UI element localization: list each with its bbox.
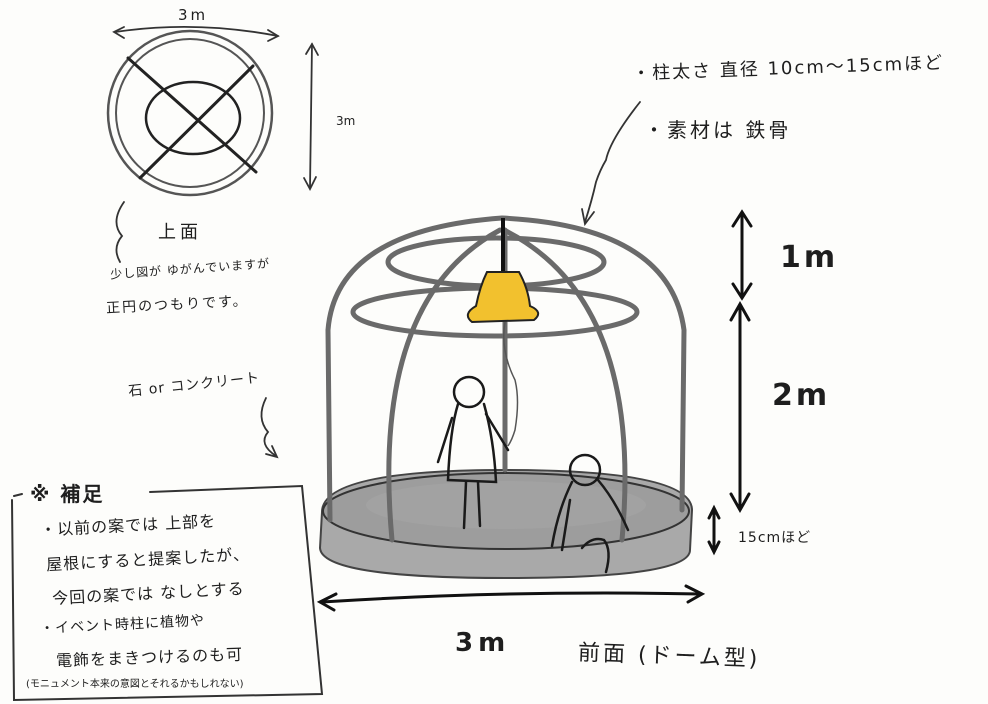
front-view-dome <box>318 215 694 580</box>
base-height-label: 15cmほど <box>738 530 812 546</box>
top-view-height-label: 3m <box>336 114 356 128</box>
top-view-dimension-arrows <box>112 25 319 263</box>
supplement-title: ※ 補足 <box>30 482 105 506</box>
material-pointer-arrow <box>260 397 279 459</box>
spec-pointer-arrow <box>581 101 641 227</box>
front-view-dimension-arrows <box>316 209 753 612</box>
supplement-line6: (モニュメント本来の意図とそれるかもしれない) <box>26 679 244 690</box>
top-view-title: 上面 <box>158 222 202 243</box>
height-lower-label: 2m <box>772 378 831 413</box>
spec-material: ・素材は 鉄骨 <box>644 118 792 142</box>
standing-person-icon <box>436 375 510 530</box>
front-width-label: 3m <box>455 628 511 658</box>
height-upper-label: 1m <box>780 240 839 275</box>
supplement-box <box>11 484 324 702</box>
sitting-person-icon <box>550 453 630 574</box>
bell-icon <box>466 271 540 324</box>
front-view-title: 前面 (ドーム型) <box>577 640 761 673</box>
top-view-width-label: 3m <box>178 6 209 24</box>
top-view-drawing <box>106 29 274 197</box>
